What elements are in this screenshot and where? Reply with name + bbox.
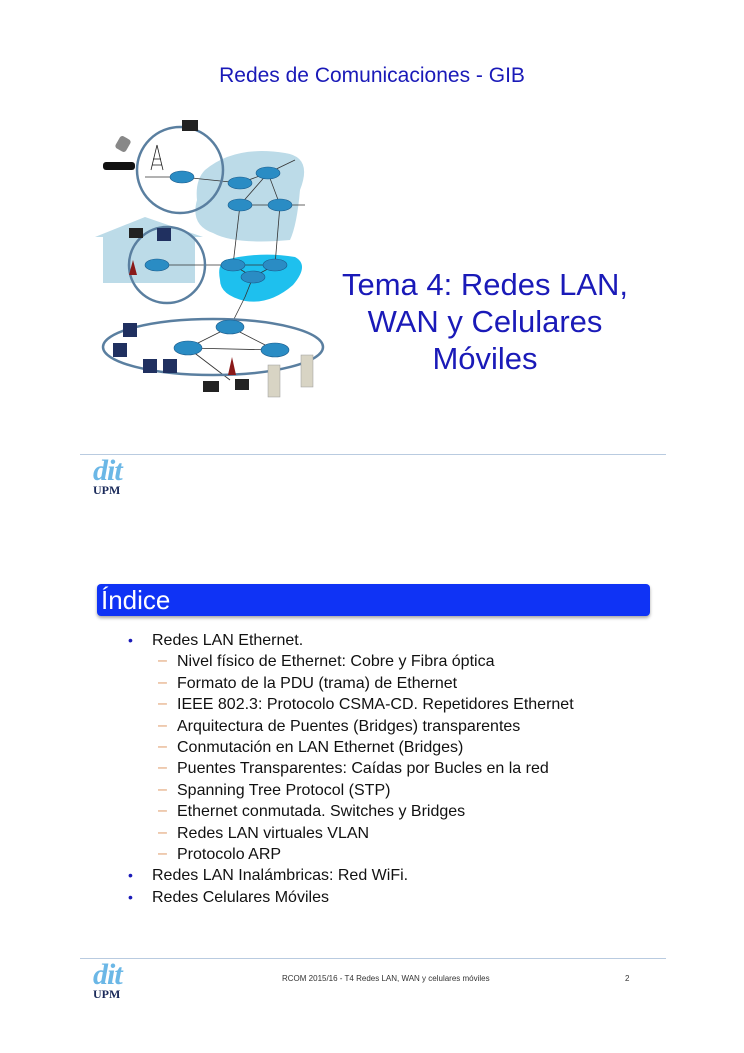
enterprise-network-ring (101, 317, 325, 377)
footer-text: RCOM 2015/16 - T4 Redes LAN, WAN y celul… (282, 974, 490, 983)
dit-upm-logo: dit UPM (93, 958, 137, 1002)
laptop-icon (203, 381, 219, 392)
home-icon (95, 217, 203, 283)
divider (80, 454, 666, 455)
router-icon (262, 258, 288, 272)
router-icon (173, 340, 203, 356)
desktop-icon (157, 228, 171, 241)
access-point-icon (129, 260, 137, 275)
router-icon (267, 198, 293, 212)
router-icon (220, 258, 246, 272)
logo-upm: UPM (93, 483, 121, 497)
topic-title: Tema 4: Redes LAN, WAN y Celulares Móvil… (318, 266, 652, 377)
dash-icon: – (158, 780, 167, 798)
table-of-contents: •Redes LAN Ethernet. –Nivel físico de Et… (128, 630, 648, 908)
server-icon (267, 364, 281, 398)
toc-subitem: –Ethernet conmutada. Switches y Bridges (158, 802, 466, 821)
toc-subitem: –Puentes Transparentes: Caídas por Bucle… (158, 759, 549, 778)
bullet-icon: • (128, 867, 133, 884)
server-icon (300, 354, 314, 388)
dash-icon: – (158, 716, 167, 734)
network-diagram (95, 120, 325, 398)
bullet-icon: • (128, 888, 133, 905)
toc-subitem: –IEEE 802.3: Protocolo CSMA-CD. Repetido… (158, 695, 574, 714)
toc-subitem: –Redes LAN virtuales VLAN (158, 823, 370, 842)
footer-divider (80, 958, 666, 959)
dit-upm-logo: dit UPM (93, 454, 137, 498)
home-network-circle (127, 225, 207, 305)
mobile-phone-icon (115, 136, 131, 152)
page-number: 2 (625, 974, 630, 983)
desktop-icon (163, 359, 177, 373)
access-point-icon (228, 357, 236, 375)
course-title: Redes de Comunicaciones - GIB (219, 64, 525, 87)
dash-icon: – (158, 802, 167, 820)
topic-title-line: Móviles (432, 341, 538, 376)
toc-subitem: –Arquitectura de Puentes (Bridges) trans… (158, 716, 521, 735)
router-icon (255, 166, 281, 180)
laptop-icon (129, 228, 143, 238)
dash-icon: – (158, 673, 167, 691)
car-icon (103, 162, 135, 170)
router-icon (240, 270, 266, 284)
router-icon (215, 319, 245, 335)
dash-icon: – (158, 759, 167, 777)
toc-subitem: –Spanning Tree Protocol (STP) (158, 780, 391, 799)
dash-icon: – (158, 738, 167, 756)
toc-subitem: –Formato de la PDU (trama) de Ethernet (158, 673, 458, 692)
toc-item: •Redes LAN Inalámbricas: Red WiFi. (128, 865, 648, 886)
isp-cloud-light-icon (195, 151, 305, 242)
dash-icon: – (158, 823, 167, 841)
topic-title-line: Tema 4: Redes LAN, (341, 267, 629, 302)
router-icon (227, 198, 253, 212)
index-header: Índice (97, 584, 650, 616)
topic-title-line: WAN y Celulares (367, 304, 603, 339)
toc-subitem: –Conmutación en LAN Ethernet (Bridges) (158, 738, 464, 757)
router-icon (227, 176, 253, 190)
toc-subitem: –Nivel físico de Ethernet: Cobre y Fibra… (158, 652, 495, 671)
toc-item: •Redes LAN Ethernet. (128, 630, 648, 651)
laptop-icon (235, 379, 249, 390)
laptop-icon (182, 120, 198, 131)
bullet-icon: • (128, 632, 133, 648)
router-icon (260, 342, 290, 358)
index-title: Índice (101, 585, 171, 615)
mobile-network-circle (135, 125, 225, 215)
desktop-icon (143, 359, 157, 373)
cell-tower-icon (150, 144, 164, 171)
router-icon (169, 170, 195, 184)
dash-icon: – (158, 845, 167, 863)
router-icon (144, 258, 170, 272)
desktop-icon (123, 323, 137, 337)
desktop-icon (113, 343, 127, 357)
toc-item: •Redes Celulares Móviles (128, 887, 648, 908)
dash-icon: – (158, 652, 167, 670)
logo-upm: UPM (93, 987, 121, 1001)
logo-dit: dit (93, 454, 123, 487)
logo-dit: dit (93, 958, 123, 991)
toc-subitem: –Protocolo ARP (158, 845, 282, 864)
dash-icon: – (158, 695, 167, 713)
